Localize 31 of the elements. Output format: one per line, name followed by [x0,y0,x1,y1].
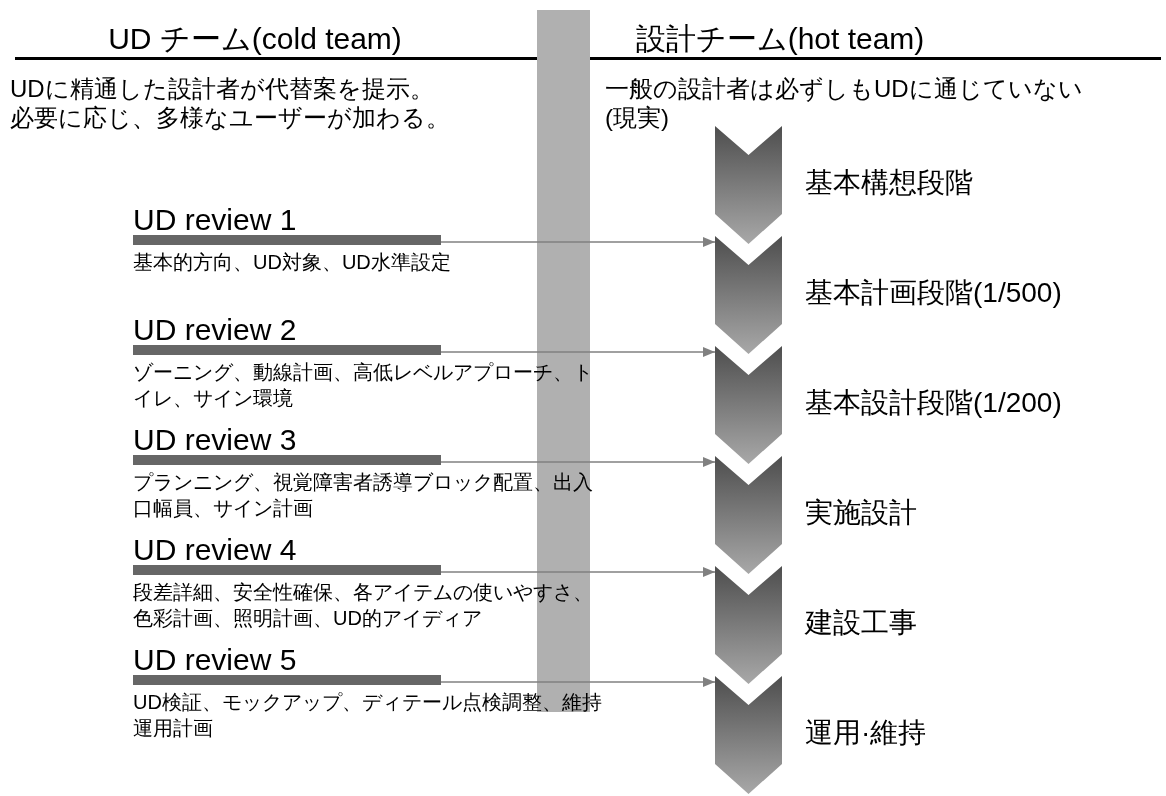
stage-label: 基本計画段階(1/500) [805,276,1062,310]
review-description: 段差詳細、安全性確保、各アイテムの使いやすさ、色彩計画、照明計画、UD的アイディア [133,580,594,631]
arrow [440,567,716,577]
review-heading: UD review 5 [133,643,297,677]
stage-label: 基本設計段階(1/200) [805,386,1062,420]
review-heading: UD review 2 [133,313,297,347]
arrow [440,677,716,687]
process-step [715,566,782,684]
review-description: UD検証、モックアップ、ディテール点検調整、維持運用計画 [133,690,603,741]
review-description: ゾーニング、動線計画、高低レベルアプローチ、トイレ、サイン環境 [133,360,594,411]
arrow [440,457,716,467]
arrow [440,347,716,357]
stage-label: 建設工事 [805,606,917,640]
stage-label: 実施設計 [805,496,917,530]
stage-label: 運用·維持 [805,716,927,750]
process-step [715,456,782,574]
review-description: 基本的方向、UD対象、UD水準設定 [133,250,452,275]
stage-label: 基本構想段階 [805,166,973,200]
review-heading: UD review 3 [133,423,297,457]
column-heading: UD チーム(cold team) [108,22,402,56]
process-step [715,676,782,794]
review-description: プランニング、視覚障害者誘導ブロック配置、出入口幅員、サイン計画 [133,470,594,521]
team-description: UDに精通した設計者が代替案を提示。必要に応じ、多様なユーザーが加わる。 [10,74,450,132]
team-description: 一般の設計者は必ずしもUDに通じていない(現実) [605,74,1083,132]
column-heading: 設計チーム(hot team) [635,22,925,56]
arrow [440,237,716,247]
process-step [715,126,782,244]
review-heading: UD review 1 [133,203,297,237]
process-step [715,346,782,464]
process-step [715,236,782,354]
review-heading: UD review 4 [133,533,297,567]
